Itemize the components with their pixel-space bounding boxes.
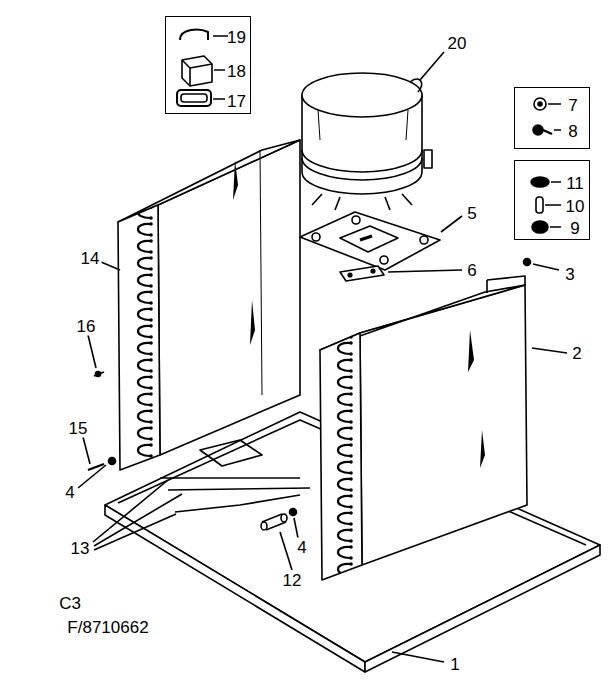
inset-box: 11 10 9 [514,160,590,240]
callout-number: 6 [465,261,478,280]
callout-number: 11 [564,174,586,193]
callout-number: 20 [446,34,469,53]
callout-number: 17 [225,92,248,111]
callout-number: 13 [69,539,92,558]
callout-number: 10 [564,197,587,216]
callout-number: 4 [63,483,76,502]
callout-number: 5 [465,204,478,223]
callout-number: 16 [75,317,98,336]
callout-number: 9 [568,219,581,238]
callout-number: 15 [67,419,90,438]
callout-number: 12 [281,571,304,590]
inset-box: 78 [514,87,590,149]
callout-number: 14 [79,249,102,268]
callout-number: 7 [566,96,579,115]
callout-number: 2 [570,344,583,363]
callout-number: 18 [225,62,248,81]
callout-number: 8 [566,122,579,141]
callout-number: 1 [448,655,461,674]
callout-number: 3 [563,265,576,284]
callout-number: 4 [295,538,308,557]
inset-box: 19 18 17 [165,16,251,114]
drawing-code: C3 [57,594,83,613]
drawing-code: F/8710662 [65,618,150,637]
callout-number: 19 [225,28,248,47]
